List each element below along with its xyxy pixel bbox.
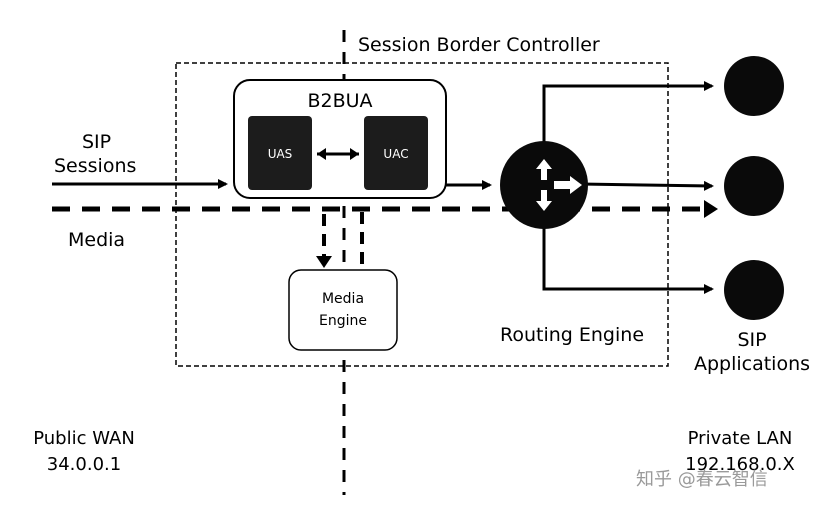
media-label: Media <box>68 229 125 251</box>
b2bua-title: B2BUA <box>307 90 372 112</box>
sip-app-node-3 <box>724 260 784 320</box>
media-engine-label-1: Media <box>322 291 364 307</box>
sip-applications-label-1: SIP <box>737 329 766 351</box>
sip-app-node-1 <box>724 56 784 116</box>
sip-app-node-2 <box>724 156 784 216</box>
public-wan-label: Public WAN <box>33 428 135 449</box>
sip-applications-label-2: Applications <box>694 353 810 375</box>
uac-box <box>364 116 428 190</box>
sip-sessions-label-1: SIP <box>82 131 111 153</box>
router-arrows-icon <box>536 159 582 211</box>
uas-box <box>248 116 312 190</box>
router-bottom-branch <box>542 210 714 294</box>
public-wan-ip: 34.0.0.1 <box>47 454 121 475</box>
uac-label: UAC <box>383 147 408 161</box>
private-lan-ip: 192.168.0.X <box>685 454 795 475</box>
sbc-boundary-box <box>175 62 669 367</box>
router-icon <box>500 141 588 229</box>
media-engine-label-2: Engine <box>319 313 367 329</box>
uas-label: UAS <box>268 147 293 161</box>
routing-engine-label: Routing Engine <box>500 324 644 346</box>
router-mid-branch <box>579 180 714 191</box>
router-top-branch <box>542 81 714 160</box>
private-lan-label: Private LAN <box>688 428 793 449</box>
sip-sessions-label-2: Sessions <box>54 155 136 177</box>
media-engine-box <box>288 269 398 351</box>
sbc-title: Session Border Controller <box>358 34 600 56</box>
watermark: 知乎 @春云智信 <box>636 469 768 490</box>
